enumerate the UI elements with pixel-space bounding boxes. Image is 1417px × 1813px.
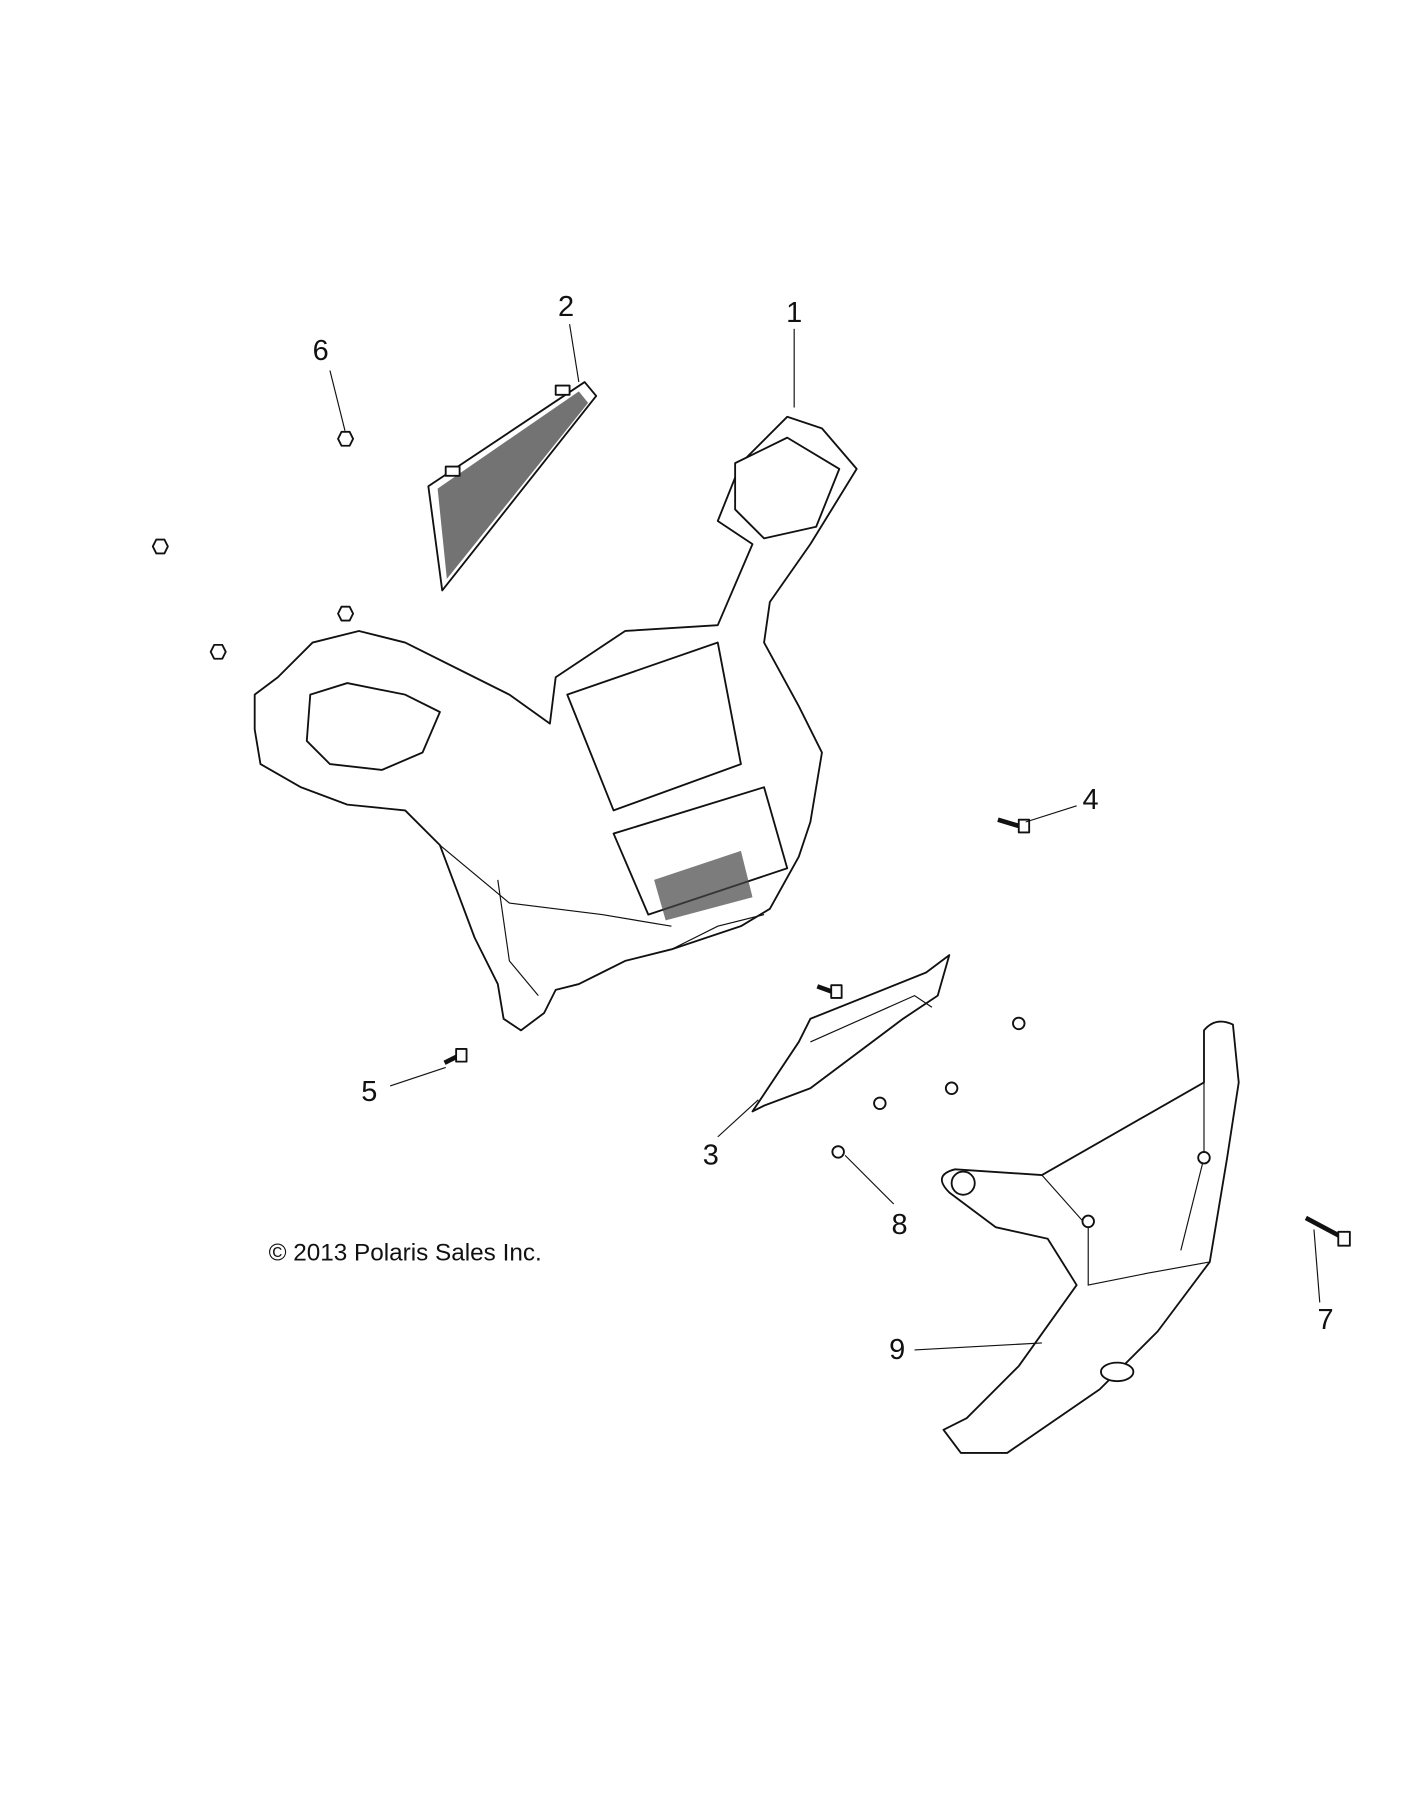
callout-9[interactable]: 9: [889, 1334, 905, 1366]
callout-6[interactable]: 6: [313, 335, 329, 367]
callout-4[interactable]: 4: [1082, 784, 1098, 816]
callout-2[interactable]: 2: [558, 291, 574, 323]
leader-lines: [329, 324, 1321, 1351]
part-3-skid-plate[interactable]: [751, 954, 951, 1113]
callout-5[interactable]: 5: [361, 1076, 377, 1108]
nut-icon: [209, 643, 227, 660]
callout-8[interactable]: 8: [891, 1209, 907, 1241]
screw-icon: [873, 1096, 887, 1111]
screw-icon: [831, 1145, 845, 1159]
part-1-front-fascia[interactable]: [253, 415, 858, 1032]
bolt-icon: [816, 984, 843, 999]
nut-icon: [337, 430, 355, 447]
callout-1[interactable]: 1: [786, 297, 802, 329]
nut-icon: [151, 538, 169, 555]
bolt-icon: [443, 1047, 468, 1065]
copyright-notice: © 2013 Polaris Sales Inc.: [269, 1240, 542, 1267]
screw-icon: [944, 1081, 959, 1095]
fastener-bolts: [443, 817, 1351, 1247]
bolt-icon: [997, 817, 1031, 834]
callout-3[interactable]: 3: [703, 1140, 719, 1172]
part-2-grille-mesh[interactable]: [427, 381, 598, 592]
fastener-nuts: [151, 430, 355, 660]
callout-7[interactable]: 7: [1317, 1304, 1333, 1336]
nut-icon: [337, 605, 355, 622]
part-9-brush-guard[interactable]: [941, 1020, 1240, 1454]
screw-icon: [1012, 1016, 1026, 1031]
bolt-icon: [1304, 1215, 1351, 1247]
